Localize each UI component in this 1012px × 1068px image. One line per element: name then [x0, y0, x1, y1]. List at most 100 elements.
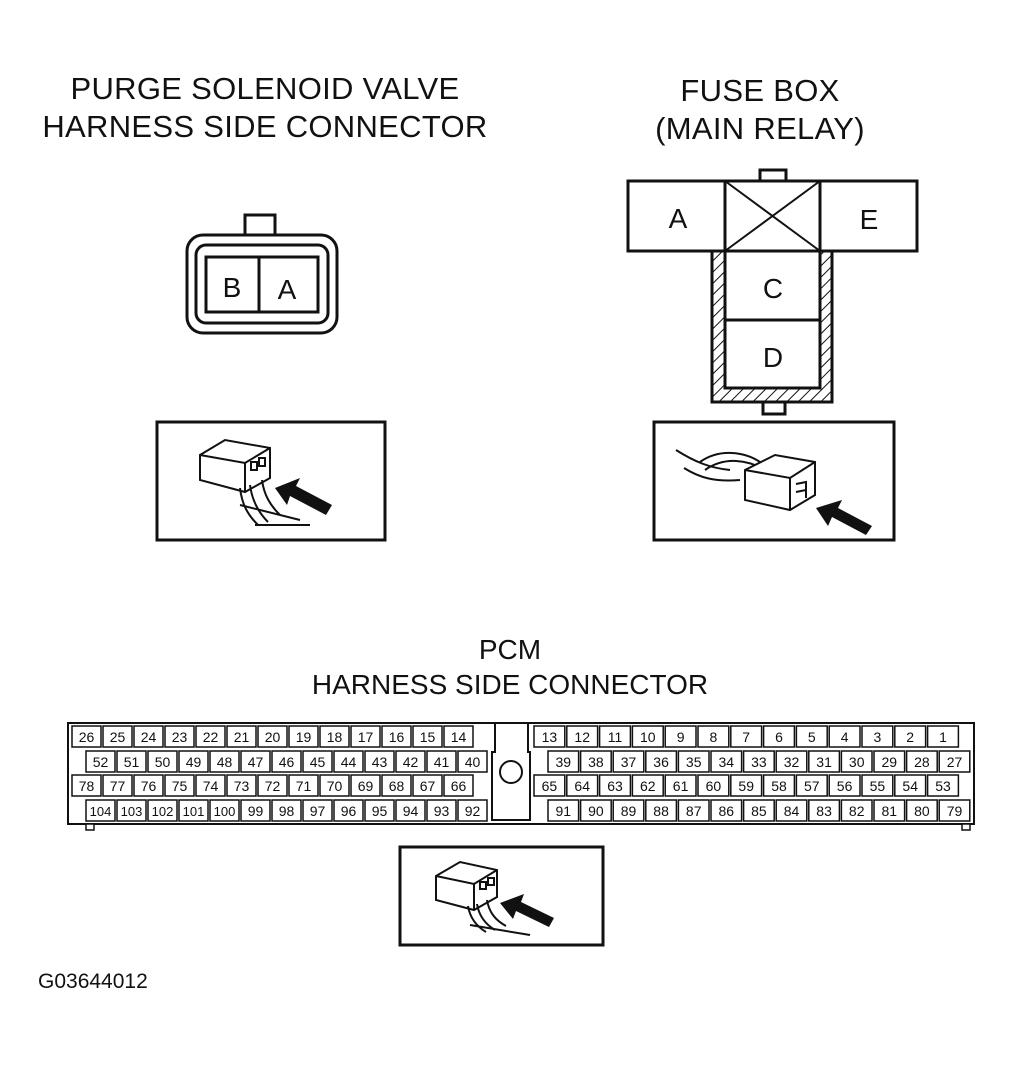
pcm-pin-cell	[533, 725, 566, 748]
pcm-pin-1: 1	[939, 729, 947, 745]
pcm-pin-cell	[742, 750, 775, 773]
fusebox-bottom-latch	[761, 400, 787, 416]
pcm-pin-51: 51	[124, 754, 140, 770]
pcm-pin-cell	[443, 725, 474, 748]
pcm-pin-30: 30	[849, 754, 865, 770]
pcm-pin-83: 83	[816, 803, 832, 819]
pcm-pin-cell	[762, 725, 796, 748]
pcm-pin-19: 19	[296, 729, 312, 745]
pcm-pin-95: 95	[372, 803, 388, 819]
pcm-pin-cell	[364, 799, 395, 822]
pcm-pin-cell	[333, 799, 364, 822]
pcm-pin-18: 18	[327, 729, 343, 745]
pcm-pin-65: 65	[542, 778, 558, 794]
pcm-pin-cell	[457, 799, 488, 822]
purge-title-line2: HARNESS SIDE CONNECTOR	[42, 109, 488, 144]
pcm-pin-cell	[894, 725, 927, 748]
pcm-pin-69: 69	[358, 778, 374, 794]
pcm-pin-cell	[195, 725, 226, 748]
pcm-view-indicator	[398, 845, 605, 947]
pcm-pin-32: 32	[784, 754, 800, 770]
fusebox-title-line1: FUSE BOX	[680, 73, 840, 108]
pcm-pin-31: 31	[816, 754, 832, 770]
pcm-pin-cell	[288, 774, 319, 797]
pcm-pin-cell	[302, 799, 333, 822]
pcm-pin-38: 38	[588, 754, 604, 770]
pcm-pin-91: 91	[556, 803, 572, 819]
pcm-pin-cell	[533, 774, 566, 797]
pcm-pin-cell	[147, 750, 178, 773]
pcm-pin-cell	[271, 799, 302, 822]
pcm-pin-cell	[147, 799, 178, 822]
pcm-pin-97: 97	[310, 803, 326, 819]
pcm-pin-73: 73	[234, 778, 250, 794]
pcm-pin-50: 50	[155, 754, 171, 770]
pcm-pin-79: 79	[947, 803, 963, 819]
pcm-pin-cell	[612, 750, 645, 773]
pcm-pin-cell	[302, 750, 333, 773]
pcm-pin-cell	[164, 774, 195, 797]
pcm-pin-cell	[873, 799, 906, 822]
pcm-pin-cell	[730, 774, 763, 797]
fusebox-terminal-a: A	[669, 203, 688, 234]
pcm-pin-45: 45	[310, 754, 326, 770]
pcm-pin-55: 55	[870, 778, 886, 794]
pcm-pin-9: 9	[677, 729, 685, 745]
pcm-pin-cell	[71, 774, 102, 797]
pcm-pin-61: 61	[673, 778, 689, 794]
pcm-pin-68: 68	[389, 778, 405, 794]
pcm-pin-99: 99	[248, 803, 264, 819]
pcm-pin-cell	[598, 774, 632, 797]
pcm-pin-72: 72	[265, 778, 281, 794]
pcm-pin-cell	[226, 774, 257, 797]
pcm-pin-cell	[631, 774, 664, 797]
pcm-pin-77: 77	[110, 778, 126, 794]
pcm-pin-cell	[905, 799, 938, 822]
pcm-pin-87: 87	[686, 803, 702, 819]
pcm-pin-102: 102	[152, 804, 174, 819]
pcm-pin-cell	[457, 750, 488, 773]
pcm-pin-cell	[710, 799, 743, 822]
pcm-pin-cell	[677, 799, 710, 822]
pcm-pin-39: 39	[556, 754, 572, 770]
pcm-pin-101: 101	[183, 804, 205, 819]
pcm-pin-cell	[240, 799, 271, 822]
pcm-pin-cell	[645, 750, 678, 773]
pcm-pin-58: 58	[771, 778, 787, 794]
pcm-pin-cell	[795, 774, 828, 797]
pcm-pin-40: 40	[465, 754, 481, 770]
pcm-pin-16: 16	[389, 729, 405, 745]
pcm-pin-cell	[395, 750, 426, 773]
pcm-pin-cell	[133, 774, 164, 797]
pcm-pin-cell	[742, 799, 775, 822]
pcm-pin-67: 67	[420, 778, 436, 794]
pcm-pin-53: 53	[935, 778, 951, 794]
pcm-pin-13: 13	[542, 729, 558, 745]
pcm-pin-66: 66	[451, 778, 467, 794]
pcm-pin-cell	[240, 750, 271, 773]
pcm-pin-cell	[808, 799, 841, 822]
pcm-pin-26: 26	[79, 729, 95, 745]
pcm-pin-80: 80	[914, 803, 930, 819]
pcm-pin-71: 71	[296, 778, 312, 794]
pcm-pin-89: 89	[621, 803, 637, 819]
pcm-pin-27: 27	[947, 754, 963, 770]
pcm-pin-93: 93	[434, 803, 450, 819]
pcm-pin-cell	[381, 774, 412, 797]
pcm-pin-98: 98	[279, 803, 295, 819]
pcm-pin-88: 88	[653, 803, 669, 819]
fusebox-terminal-c: C	[763, 273, 783, 304]
pcm-pin-cell	[828, 725, 861, 748]
pcm-pin-84: 84	[784, 803, 800, 819]
pcm-pin-57: 57	[804, 778, 820, 794]
fusebox-terminal-d: D	[763, 342, 783, 373]
pcm-pin-15: 15	[420, 729, 436, 745]
pcm-pin-cell	[828, 774, 861, 797]
pcm-pin-cell	[905, 750, 938, 773]
connector-sketch-icon	[199, 438, 310, 526]
pcm-pin-cell	[209, 750, 240, 773]
pcm-pin-64: 64	[574, 778, 590, 794]
pcm-pin-12: 12	[574, 729, 590, 745]
pcm-pin-cell	[840, 750, 873, 773]
